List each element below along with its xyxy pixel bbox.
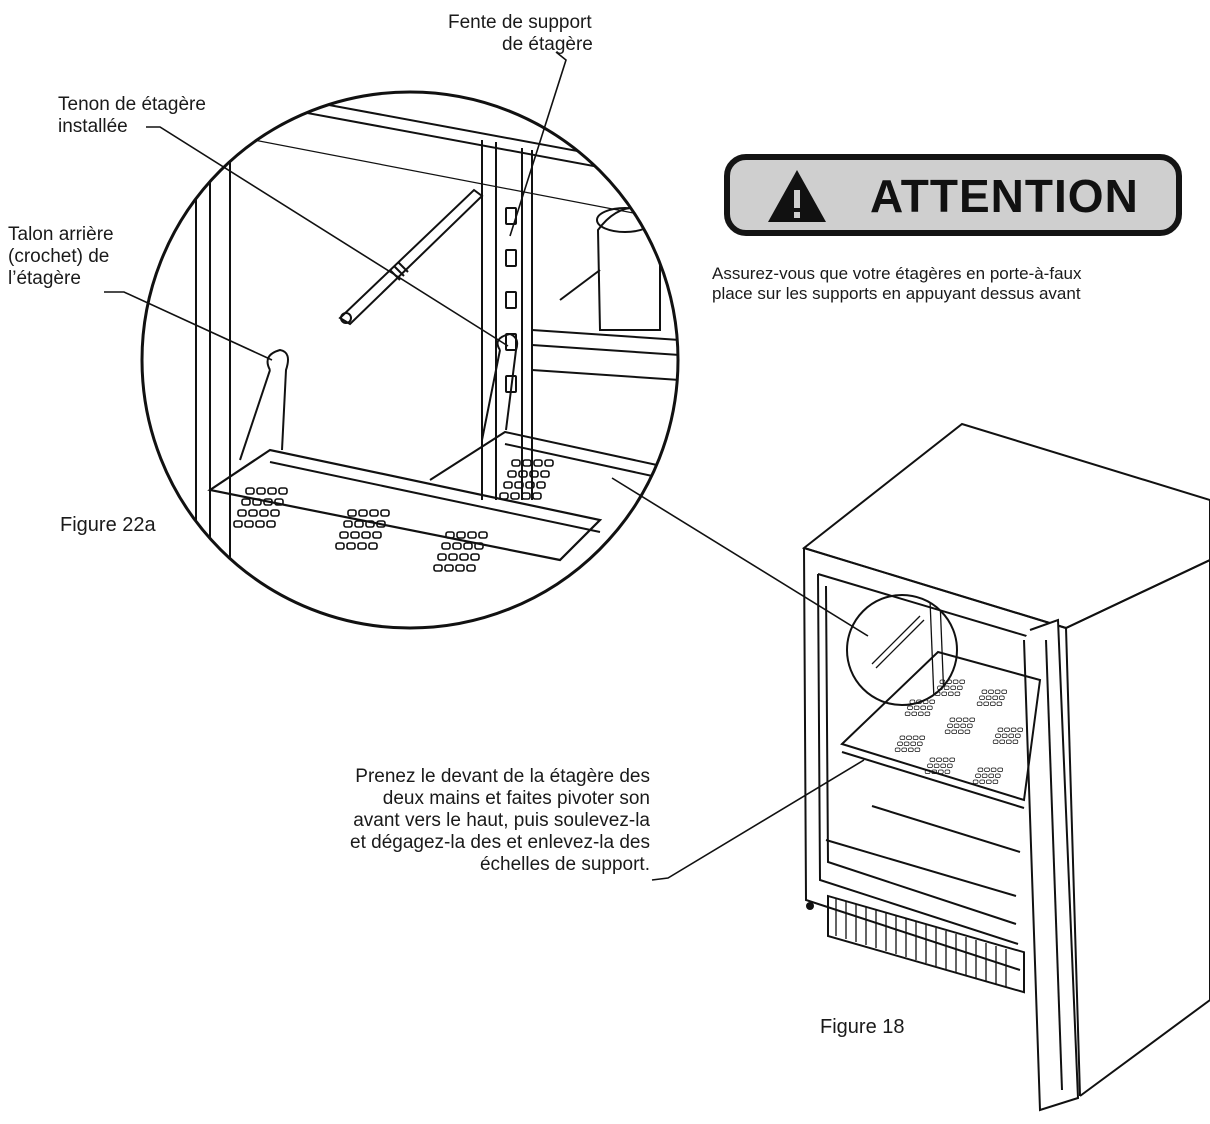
shelf-slot-label: Fente de support de étagère (448, 12, 593, 56)
shelf-heel-label-line2: (crochet) de (8, 246, 110, 267)
caution-message-line2: place sur les supports en appuyant dessu… (712, 284, 1081, 303)
warning-triangle-icon (768, 170, 826, 222)
detail-circle (846, 594, 958, 706)
caution-message-line1: Assurez-vous que votre étagères en porte… (712, 264, 1082, 283)
grille-slats (835, 898, 1007, 987)
instruction-line2: deux mains et faites pivoter son (382, 788, 650, 809)
magnified-detail (140, 90, 680, 630)
instruction-line4: et dégagez-la des et enlevez-la des (350, 832, 650, 853)
removal-instructions: Prenez le devant de la étagère des deux … (270, 766, 650, 876)
shelf-slot-label-line2: de étagère (502, 34, 593, 55)
caution-message: Assurez-vous que votre étagères en porte… (712, 264, 1081, 304)
fridge-drawing (801, 422, 1210, 1112)
attention-title: ATTENTION (870, 170, 1139, 222)
fridge-shelf-perforations (894, 679, 1023, 784)
figure-18-caption: Figure 18 (820, 1016, 905, 1038)
shelf-heel-label-line1: Talon arrière (8, 224, 114, 245)
shelf-tenon-label-line1: Tenon de étagère (58, 94, 206, 115)
instruction-line1: Prenez le devant de la étagère des (355, 766, 650, 787)
figure-22a-caption: Figure 22a (60, 514, 156, 536)
instruction-line5: échelles de support. (479, 854, 650, 875)
instruction-line3: avant vers le haut, puis soulevez-la (353, 810, 650, 831)
shelf-heel-label: Talon arrière (crochet) de l’étagère (8, 224, 114, 290)
shelf-tenon-label: Tenon de étagère installée (58, 94, 206, 138)
shelf-heel-label-line3: l’étagère (8, 268, 81, 289)
attention-banner: ATTENTION (724, 154, 1182, 236)
shelf-tenon-label-line2: installée (58, 116, 128, 137)
shelf-slot-label-line1: Fente de support (448, 12, 592, 33)
